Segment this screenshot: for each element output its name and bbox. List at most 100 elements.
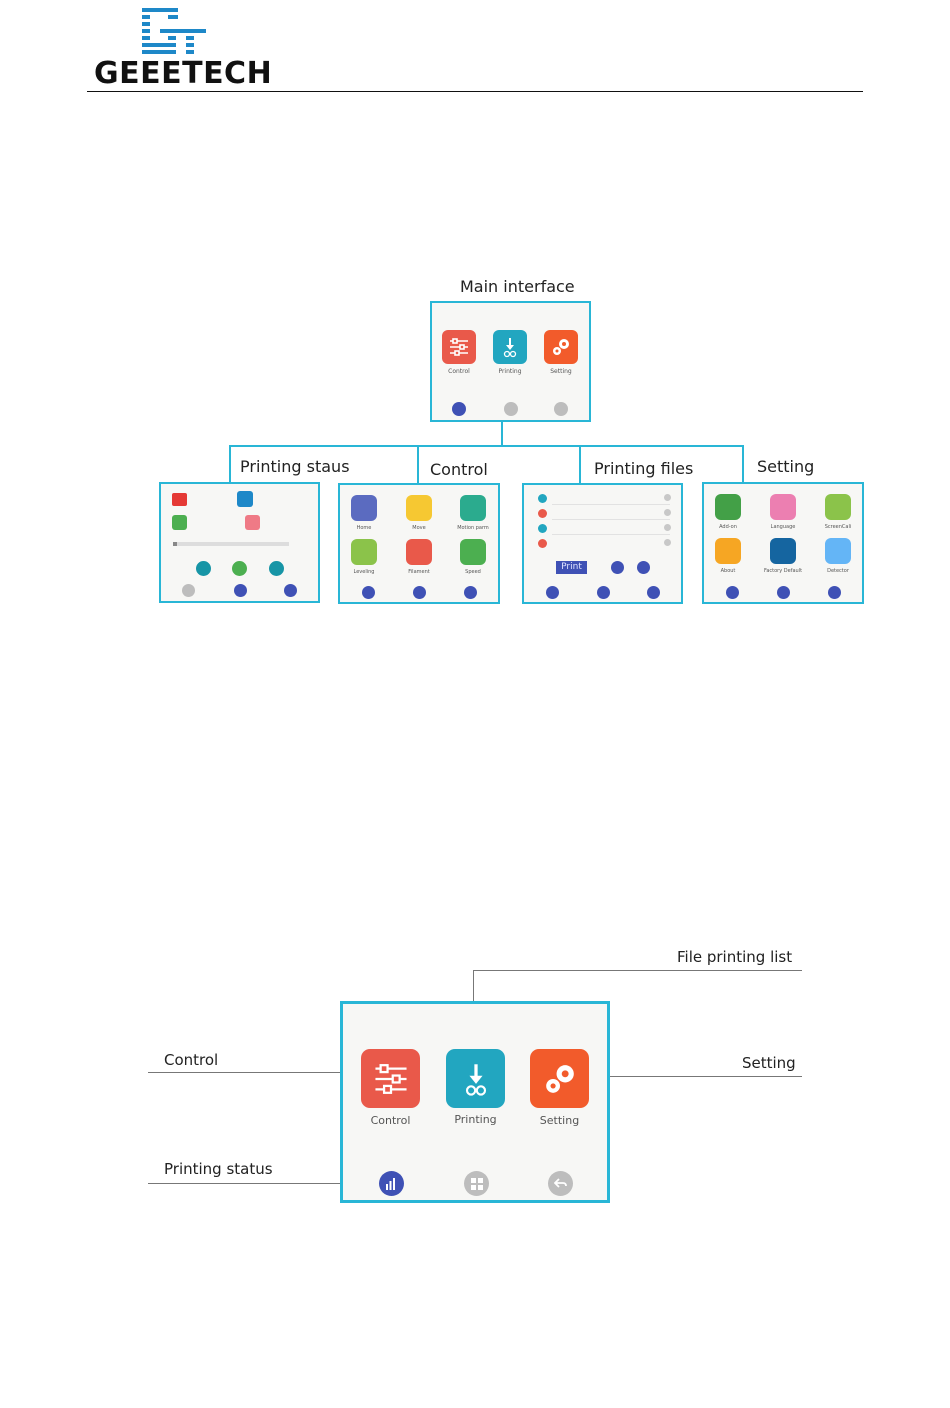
- leveling-tile[interactable]: [351, 539, 377, 565]
- detector-tile-label: Detector: [814, 568, 862, 574]
- file-icon: [538, 494, 547, 503]
- print-button[interactable]: Print: [556, 561, 587, 574]
- status-nav-icon[interactable]: [362, 586, 375, 599]
- branch-line: [229, 445, 231, 484]
- callout-line: [588, 1076, 802, 1077]
- next-page-icon[interactable]: [637, 561, 650, 574]
- back-nav-icon[interactable]: [554, 402, 568, 416]
- nozzle-icon: [499, 336, 521, 358]
- nozzle-temp-icon: [237, 491, 253, 507]
- setting-tile[interactable]: [530, 1049, 589, 1108]
- row-dot: [664, 524, 671, 531]
- back-nav-icon[interactable]: [647, 586, 660, 599]
- setting-tile[interactable]: [544, 330, 578, 364]
- control-tile[interactable]: [361, 1049, 420, 1108]
- motion-param-tile[interactable]: [460, 495, 486, 521]
- brand-name: GEEETECH: [94, 56, 272, 91]
- move-tile[interactable]: [406, 495, 432, 521]
- status-nav-icon[interactable]: [452, 402, 466, 416]
- progress-fill: [173, 542, 177, 546]
- callout-control: Control: [164, 1051, 218, 1069]
- home-nav-icon[interactable]: [413, 586, 426, 599]
- language-tile[interactable]: [770, 494, 796, 520]
- printing-files-screen: Print: [522, 483, 683, 604]
- geeetech-logo: [138, 6, 212, 62]
- branch-title-setting: Setting: [757, 457, 814, 476]
- nozzle-icon: [458, 1061, 494, 1097]
- screen-cali-tile[interactable]: [825, 494, 851, 520]
- speed-tile[interactable]: [460, 539, 486, 565]
- tree-bar: [229, 445, 744, 447]
- about-tile[interactable]: [715, 538, 741, 564]
- back-nav-icon[interactable]: [548, 1171, 573, 1196]
- main-screen-detail: Control Printing Setting: [340, 1001, 610, 1203]
- main-interface-screen: Control Printing Setting: [430, 301, 591, 422]
- fan-icon: [245, 515, 260, 530]
- about-tile-label: About: [704, 568, 752, 574]
- printing-tile[interactable]: [493, 330, 527, 364]
- main-interface-title: Main interface: [460, 277, 575, 296]
- status-nav-icon[interactable]: [182, 584, 195, 597]
- callout-line: [148, 1072, 363, 1073]
- sliders-icon: [448, 336, 470, 358]
- branch-line: [417, 445, 419, 485]
- prev-page-icon[interactable]: [611, 561, 624, 574]
- branch-line: [742, 445, 744, 484]
- control-screen: Home Move Motion parm Leveling Filament …: [338, 483, 500, 604]
- language-tile-label: Language: [759, 524, 807, 530]
- status-nav-icon[interactable]: [379, 1171, 404, 1196]
- callout-line: [473, 970, 802, 971]
- row-dot: [664, 494, 671, 501]
- row-dot: [664, 509, 671, 516]
- printing-tile[interactable]: [446, 1049, 505, 1108]
- home-tile[interactable]: [351, 495, 377, 521]
- gears-icon: [541, 1060, 579, 1098]
- file-icon: [538, 539, 547, 548]
- status-nav-icon[interactable]: [726, 586, 739, 599]
- factory-default-tile-label: Factory Default: [754, 568, 812, 574]
- printing-status-screen: [159, 482, 320, 603]
- filament-tile[interactable]: [406, 539, 432, 565]
- bed-icon: [172, 493, 187, 506]
- branch-title-status: Printing staus: [240, 457, 350, 476]
- status-nav-icon[interactable]: [546, 586, 559, 599]
- callout-printing-status: Printing status: [164, 1160, 273, 1178]
- bar-chart-icon: [385, 1178, 398, 1190]
- home-tile-label: Home: [340, 525, 388, 531]
- add-on-tile[interactable]: [715, 494, 741, 520]
- factory-default-tile[interactable]: [770, 538, 796, 564]
- adjust-icon[interactable]: [232, 561, 247, 576]
- file-row-divider: [552, 534, 670, 535]
- home-nav-icon[interactable]: [504, 402, 518, 416]
- file-icon: [538, 509, 547, 518]
- setting-tile-label: Setting: [517, 1114, 602, 1127]
- control-tile[interactable]: [442, 330, 476, 364]
- setting-tile-label: Setting: [537, 368, 585, 375]
- control-tile-label: Control: [435, 368, 483, 375]
- home-nav-icon[interactable]: [234, 584, 247, 597]
- speed-tile-label: Speed: [449, 569, 497, 575]
- progress-bar: [173, 542, 289, 546]
- back-nav-icon[interactable]: [828, 586, 841, 599]
- back-nav-icon[interactable]: [464, 586, 477, 599]
- printing-tile-label: Printing: [486, 368, 534, 375]
- branch-title-control: Control: [430, 460, 488, 479]
- row-dot: [664, 539, 671, 546]
- motion-param-tile-label: Motion parm: [449, 525, 497, 531]
- move-tile-label: Move: [395, 525, 443, 531]
- home-nav-icon[interactable]: [464, 1171, 489, 1196]
- branch-line: [579, 445, 581, 485]
- stop-icon[interactable]: [269, 561, 284, 576]
- home-nav-icon[interactable]: [777, 586, 790, 599]
- back-nav-icon[interactable]: [284, 584, 297, 597]
- home-nav-icon[interactable]: [597, 586, 610, 599]
- callout-file-printing-list: File printing list: [677, 948, 792, 966]
- branch-title-files: Printing files: [594, 459, 693, 478]
- file-row-divider: [552, 519, 670, 520]
- speed-icon: [172, 515, 187, 530]
- pause-icon[interactable]: [196, 561, 211, 576]
- detector-tile[interactable]: [825, 538, 851, 564]
- sliders-icon: [372, 1060, 410, 1098]
- setting-screen: Add-on Language ScreenCali About Factory…: [702, 482, 864, 604]
- leveling-tile-label: Leveling: [340, 569, 388, 575]
